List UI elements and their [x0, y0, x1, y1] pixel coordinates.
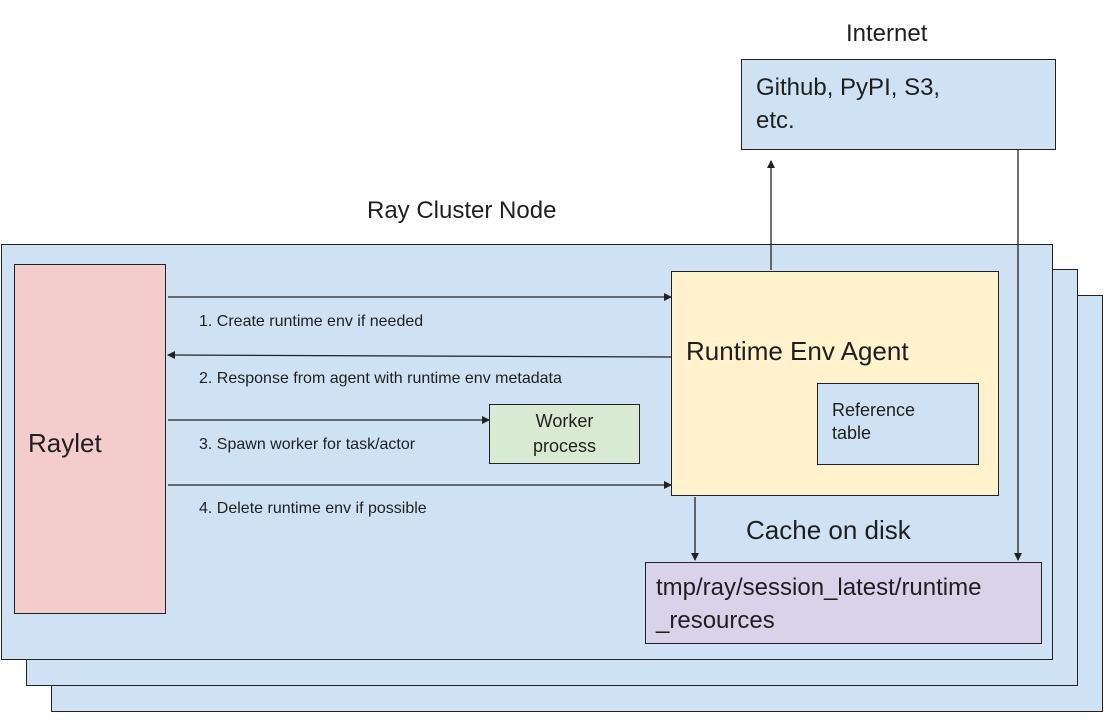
arrow-step-2 — [167, 351, 672, 360]
raylet-box: Raylet — [14, 264, 166, 614]
internet-label: Internet — [846, 20, 928, 47]
cache-path-box: tmp/ray/session_latest/runtime _resource… — [645, 562, 1042, 644]
cache-label: Cache on disk — [746, 515, 911, 545]
runtime-env-agent-label: Runtime Env Agent — [686, 336, 909, 366]
cluster-node-label: Ray Cluster Node — [367, 197, 557, 224]
internet-box-line-1: Github, PyPI, S3, — [756, 74, 941, 101]
step-4-label: 4. Delete runtime env if possible — [199, 500, 427, 517]
reference-table-line-2: table — [832, 423, 872, 443]
worker-process-line-2: process — [532, 436, 597, 456]
reference-table-line-1: Reference — [832, 400, 916, 420]
internet-box: Github, PyPI, S3, etc. — [741, 59, 1056, 150]
runtime-env-agent-box: Runtime Env Agent Reference table — [671, 271, 999, 496]
internet-box-line-2: etc. — [756, 107, 795, 134]
step-1-label: 1. Create runtime env if needed — [199, 313, 424, 330]
cache-path-line-2: _resources — [656, 607, 775, 634]
step-3-label: 3. Spawn worker for task/actor — [199, 436, 416, 453]
raylet-label: Raylet — [28, 428, 102, 458]
worker-process-line-1: Worker — [535, 411, 594, 431]
step-2-label: 2. Response from agent with runtime env … — [199, 370, 562, 387]
worker-process-box: Worker process — [489, 404, 640, 464]
reference-table-box: Reference table — [817, 383, 979, 465]
cache-path-line-1: tmp/ray/session_latest/runtime — [656, 574, 982, 601]
